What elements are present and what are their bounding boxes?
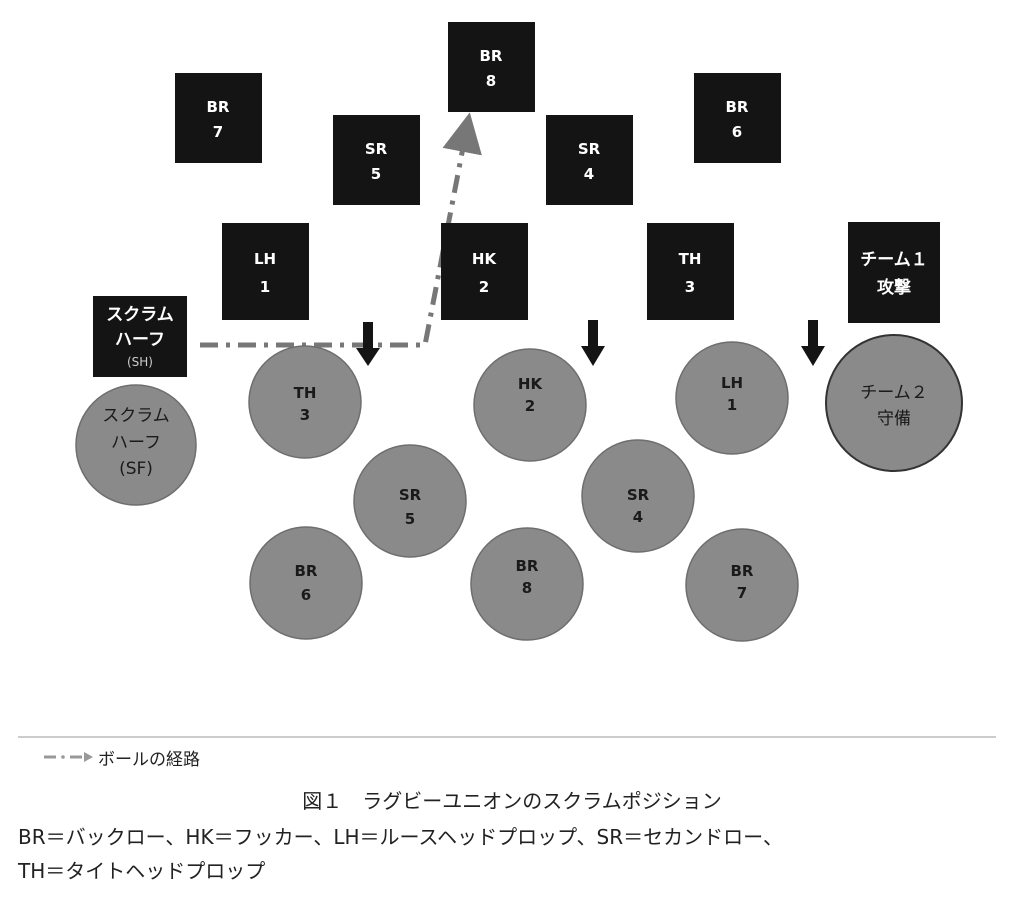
defence-player-sr5: SR 5 xyxy=(353,444,467,558)
svg-text:LH: LH xyxy=(721,374,743,392)
svg-text:ハーフ: ハーフ xyxy=(111,433,161,453)
svg-text:BR: BR xyxy=(726,98,749,116)
svg-text:HK: HK xyxy=(518,375,544,393)
defence-player-hk2: HK 2 xyxy=(473,348,587,462)
svg-text:7: 7 xyxy=(737,584,747,602)
attack-team-label: チーム１ 攻撃 xyxy=(848,222,940,323)
svg-text:3: 3 xyxy=(685,278,695,296)
attack-player-br8: BR 8 xyxy=(448,22,535,112)
definitions-line-1: BR＝バックロー、HK＝フッカー、LH＝ルースヘッドプロップ、SR＝セカンドロー… xyxy=(18,825,783,849)
svg-text:チーム２: チーム２ xyxy=(860,383,928,403)
svg-text:スクラム: スクラム xyxy=(102,406,170,426)
attack-player-hk2: HK 2 xyxy=(441,223,528,320)
svg-text:TH: TH xyxy=(294,384,317,402)
svg-text:2: 2 xyxy=(525,397,535,415)
svg-text:3: 3 xyxy=(300,406,310,424)
svg-text:BR: BR xyxy=(295,562,318,580)
svg-text:ハーフ: ハーフ xyxy=(115,330,165,350)
svg-text:BR: BR xyxy=(731,562,754,580)
svg-text:SR: SR xyxy=(365,140,388,158)
ball-path-legend-icon xyxy=(44,752,93,762)
svg-text:7: 7 xyxy=(213,123,223,141)
attack-player-th3: TH 3 xyxy=(647,223,734,320)
svg-text:2: 2 xyxy=(479,278,489,296)
defence-player-br7: BR 7 xyxy=(685,528,799,642)
svg-text:SR: SR xyxy=(578,140,601,158)
svg-text:4: 4 xyxy=(633,508,643,526)
svg-text:5: 5 xyxy=(405,510,415,528)
attack-player-sr4: SR 4 xyxy=(546,115,633,205)
defence-player-lh1: LH 1 xyxy=(675,341,789,455)
svg-text:8: 8 xyxy=(522,579,532,597)
svg-text:4: 4 xyxy=(584,165,594,183)
svg-text:5: 5 xyxy=(371,165,381,183)
svg-text:BR: BR xyxy=(516,557,539,575)
svg-text:SR: SR xyxy=(399,486,422,504)
ball-path xyxy=(200,112,482,348)
attack-player-br7: BR 7 xyxy=(175,73,262,163)
svg-text:8: 8 xyxy=(486,72,496,90)
push-arrow-icon xyxy=(356,322,380,366)
push-arrow-icon xyxy=(801,320,825,366)
svg-text:6: 6 xyxy=(301,586,311,604)
attack-player-sr5: SR 5 xyxy=(333,115,420,205)
svg-text:(SH): (SH) xyxy=(127,355,153,369)
defence-player-th3: TH 3 xyxy=(248,345,362,459)
legend-ball-path-label: ボールの経路 xyxy=(98,750,200,770)
svg-text:SR: SR xyxy=(627,486,650,504)
defence-team-label: チーム２ 守備 xyxy=(825,334,963,472)
svg-text:BR: BR xyxy=(207,98,230,116)
svg-text:攻撃: 攻撃 xyxy=(877,277,911,298)
figure-title: 図１ ラグビーユニオンのスクラムポジション xyxy=(302,789,722,813)
attack-player-br6: BR 6 xyxy=(694,73,781,163)
defence-player-br6: BR 6 xyxy=(249,526,363,640)
push-arrow-icon xyxy=(581,320,605,366)
svg-text:6: 6 xyxy=(732,123,742,141)
svg-text:チーム１: チーム１ xyxy=(860,250,928,270)
defence-player-br8: BR 8 xyxy=(470,527,584,641)
definitions-line-2: TH＝タイトヘッドプロップ xyxy=(18,859,266,883)
svg-text:守備: 守備 xyxy=(877,409,911,429)
svg-text:スクラム: スクラム xyxy=(106,305,174,325)
svg-text:HK: HK xyxy=(472,250,498,268)
svg-text:LH: LH xyxy=(254,250,276,268)
svg-text:BR: BR xyxy=(480,47,503,65)
svg-text:1: 1 xyxy=(727,396,737,414)
attack-player-lh1: LH 1 xyxy=(222,223,309,320)
svg-text:(SF): (SF) xyxy=(119,459,153,479)
svg-text:TH: TH xyxy=(679,250,702,268)
defence-player-sr4: SR 4 xyxy=(581,439,695,553)
svg-text:1: 1 xyxy=(260,278,270,296)
